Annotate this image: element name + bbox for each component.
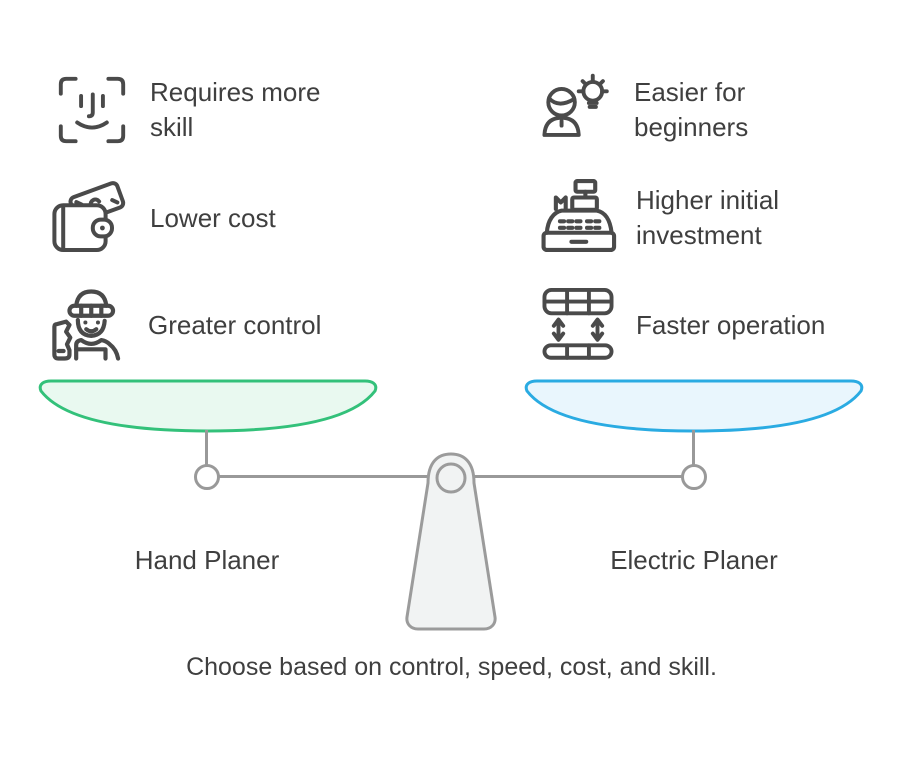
item-label: Easier for beginners <box>634 77 749 142</box>
craftsman-icon <box>44 283 136 367</box>
item-label: Lower cost <box>150 202 276 233</box>
left-hanger-rod <box>205 430 208 467</box>
caption-text: Choose based on control, speed, cost, an… <box>186 653 717 681</box>
left-pan-label: Hand Planer <box>134 545 280 575</box>
list-item: Easier for beginners <box>530 64 784 156</box>
list-item: Higher initial investment <box>532 172 821 264</box>
list-item: Greater control <box>44 279 321 371</box>
left-beam-joint <box>194 464 220 490</box>
item-label: Greater control <box>148 309 322 340</box>
item-label: Faster operation <box>636 309 826 340</box>
right-hanger-rod <box>692 430 695 467</box>
right-scale-pan <box>521 377 867 435</box>
list-item: Faster operation <box>532 279 825 371</box>
face-scan-icon <box>46 71 138 149</box>
item-label: Requires more skill <box>150 77 321 142</box>
beginner-idea-icon <box>530 71 622 149</box>
fulcrum <box>378 451 524 638</box>
list-item: Requires more skill <box>46 64 360 156</box>
adjustable-machine-icon <box>532 286 624 364</box>
item-label: Higher initial investment <box>636 185 780 250</box>
cash-register-icon <box>532 177 624 259</box>
pivot-hole <box>435 462 467 494</box>
left-scale-pan <box>35 377 381 435</box>
right-pan-label: Electric Planer <box>610 545 778 575</box>
wallet-money-icon <box>46 178 138 258</box>
right-beam-joint <box>681 464 707 490</box>
list-item: Lower cost <box>46 172 276 264</box>
